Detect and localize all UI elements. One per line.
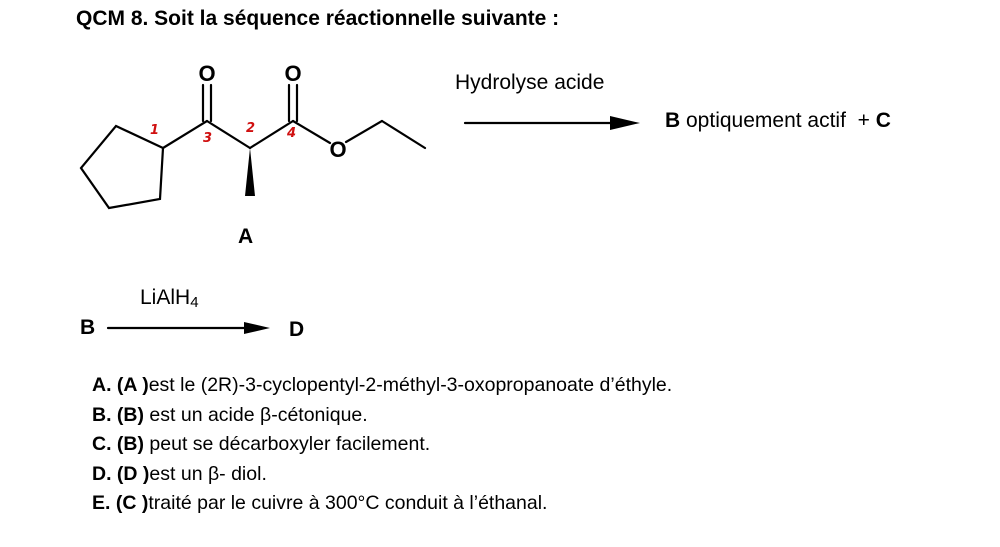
atom-o-ketone: O — [198, 61, 215, 86]
reagent-lialh4: LiAlH4 — [140, 286, 199, 311]
choice-c: C. (B) peut se décarboxyler facilement. — [92, 433, 431, 456]
annotation-3: 3 — [203, 131, 212, 146]
choice-d: D. (D )est un β- diol. — [92, 462, 267, 485]
arrow-hydrolyse-head — [610, 116, 640, 130]
choice-b: B. (B) est un acide β-cétonique. — [92, 403, 368, 426]
bond-ch2-ch3 — [380, 119, 427, 150]
product-b-label: B — [665, 109, 681, 132]
choice-e: E. (C )traité par le cuivre à 300°C cond… — [92, 492, 548, 515]
reaction2-end-d: D — [289, 318, 305, 341]
annotation-4: 4 — [286, 126, 296, 141]
reaction2-start-b: B — [80, 316, 96, 339]
cyclopentane-ring — [79, 124, 165, 210]
choice-a: A. (A )est le (2R)-3-cyclopentyl-2-méthy… — [92, 374, 673, 396]
product-c-label: C — [875, 109, 891, 132]
bond-ring-c3 — [161, 119, 209, 150]
annotation-2: 2 — [246, 121, 255, 136]
wedge-bond-methyl — [245, 148, 255, 196]
annotation-1: 1 — [150, 123, 159, 138]
bond-c3-c2 — [205, 119, 252, 150]
atom-o-ester: O — [329, 137, 346, 162]
atom-o-carbonyl: O — [284, 61, 301, 86]
question-title: QCM 8. Soit la séquence réactionnelle su… — [76, 7, 560, 30]
answer-choices: A. (A )est le (2R)-3-cyclopentyl-2-méthy… — [92, 371, 672, 519]
product-b-description: optiquement actif + — [680, 109, 876, 132]
bond-c2-c1 — [248, 119, 295, 150]
bond-c1-oester — [291, 119, 332, 145]
reaction1-products: B optiquement actif + C — [665, 109, 891, 133]
molecule-label-a: A — [238, 225, 254, 248]
reagent-hydrolyse-acide: Hydrolyse acide — [455, 71, 605, 94]
arrow-lialh4-head — [244, 322, 270, 334]
bond-oester-ch2 — [344, 119, 384, 144]
